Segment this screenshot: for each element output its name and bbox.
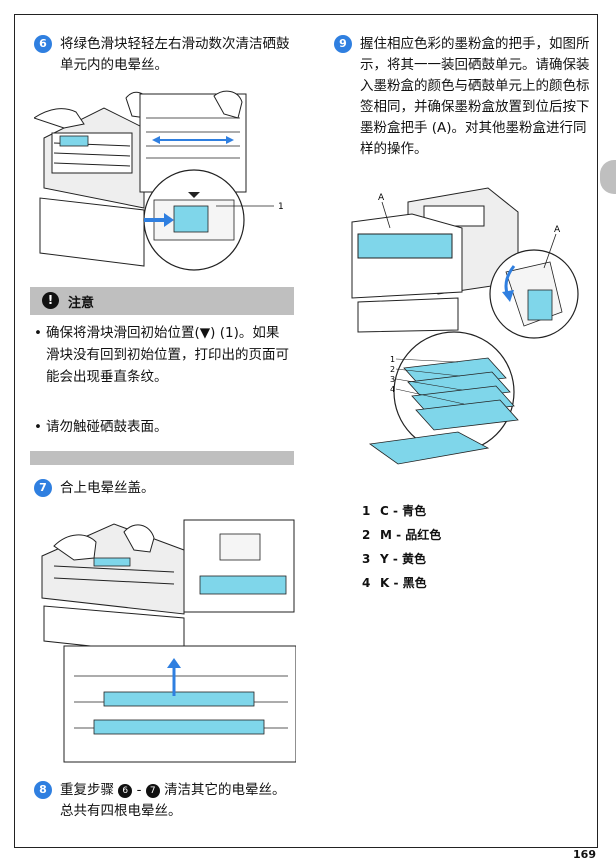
callout-3: 3 — [390, 375, 395, 384]
note-bullet: • — [34, 419, 42, 435]
figure-clean-corona-wire: 1 — [34, 88, 296, 278]
step-8-dash: - — [136, 782, 142, 798]
label-a-left: A — [378, 193, 385, 203]
note-item-1: • 确保将滑块滑回初始位置(▼) (1)。如果滑块没有回到初始位置，打印出的页面… — [34, 322, 292, 388]
step-8-badge: 8 — [34, 781, 52, 799]
callout-1: 1 — [390, 355, 395, 364]
legend-item-3: 3 Y - 黄色 — [362, 550, 426, 567]
note-header: ! 注意 — [30, 287, 294, 315]
legend-item-4: 4 K - 黑色 — [362, 574, 427, 591]
step-8-text: 重复步骤 6 - 7 清洁其它的电晕丝。总共有四根电晕丝。 — [60, 780, 296, 822]
callout-4: 4 — [390, 385, 395, 394]
legend-text-4: K - 黑色 — [380, 576, 427, 590]
note-bullet: • — [34, 325, 42, 341]
step-6-text: 将绿色滑块轻轻左右滑动数次清洁硒鼓单元内的电晕丝。 — [60, 36, 290, 73]
legend-item-2: 2 M - 品红色 — [362, 526, 441, 543]
callout-2: 2 — [390, 365, 395, 374]
caution-icon: ! — [42, 292, 59, 309]
legend-num-3: 3 — [362, 552, 371, 566]
note-title: 注意 — [68, 296, 95, 311]
chapter-tab — [600, 160, 616, 194]
step-9-text: 握住相应色彩的墨粉盒的把手，如图所示，将其一一装回硒鼓单元。请确保装入墨粉盒的颜… — [360, 36, 590, 157]
page-number: 169 — [573, 848, 596, 861]
legend-num-4: 4 — [362, 576, 371, 590]
step-ref-7: 7 — [145, 784, 160, 798]
step-6: 6 将绿色滑块轻轻左右滑动数次清洁硒鼓单元内的电晕丝。 — [34, 34, 294, 76]
step-ref-6: 6 — [118, 784, 133, 798]
step-7-badge: 7 — [34, 479, 52, 497]
step-7-text: 合上电晕丝盖。 — [60, 480, 155, 496]
legend-num-1: 1 — [362, 504, 371, 518]
step-8: 8 重复步骤 6 - 7 清洁其它的电晕丝。总共有四根电晕丝。 — [34, 780, 296, 822]
legend-text-1: C - 青色 — [380, 504, 427, 518]
figure1-callout: 1 — [278, 202, 284, 212]
step-6-badge: 6 — [34, 35, 52, 53]
step-9-badge: 9 — [334, 35, 352, 53]
note-footer-bar — [30, 451, 294, 465]
note-item-1-text: 确保将滑块滑回初始位置(▼) (1)。如果滑块没有回到初始位置，打印出的页面可能… — [46, 325, 289, 385]
note-item-2-text: 请勿触碰硒鼓表面。 — [46, 419, 168, 435]
note-item-2: • 请勿触碰硒鼓表面。 — [34, 416, 292, 438]
step-7: 7 合上电晕丝盖。 — [34, 478, 294, 499]
legend-num-2: 2 — [362, 528, 371, 542]
figure-install-toner: A A 1 2 3 4 — [338, 182, 582, 472]
legend-item-1: 1 C - 青色 — [362, 502, 426, 519]
step-9: 9 握住相应色彩的墨粉盒的把手，如图所示，将其一一装回硒鼓单元。请确保装入墨粉盒… — [334, 34, 596, 160]
label-a-right: A — [554, 225, 561, 235]
step-8-text-after: 清洁其它的电晕丝。总共有四根电晕丝。 — [60, 782, 286, 819]
figure-close-corona-cover — [34, 506, 296, 764]
legend-text-2: M - 品红色 — [380, 528, 442, 542]
legend-text-3: Y - 黄色 — [380, 552, 427, 566]
page-bottom-rule — [14, 847, 598, 848]
step-8-text-before: 重复步骤 — [60, 782, 114, 798]
